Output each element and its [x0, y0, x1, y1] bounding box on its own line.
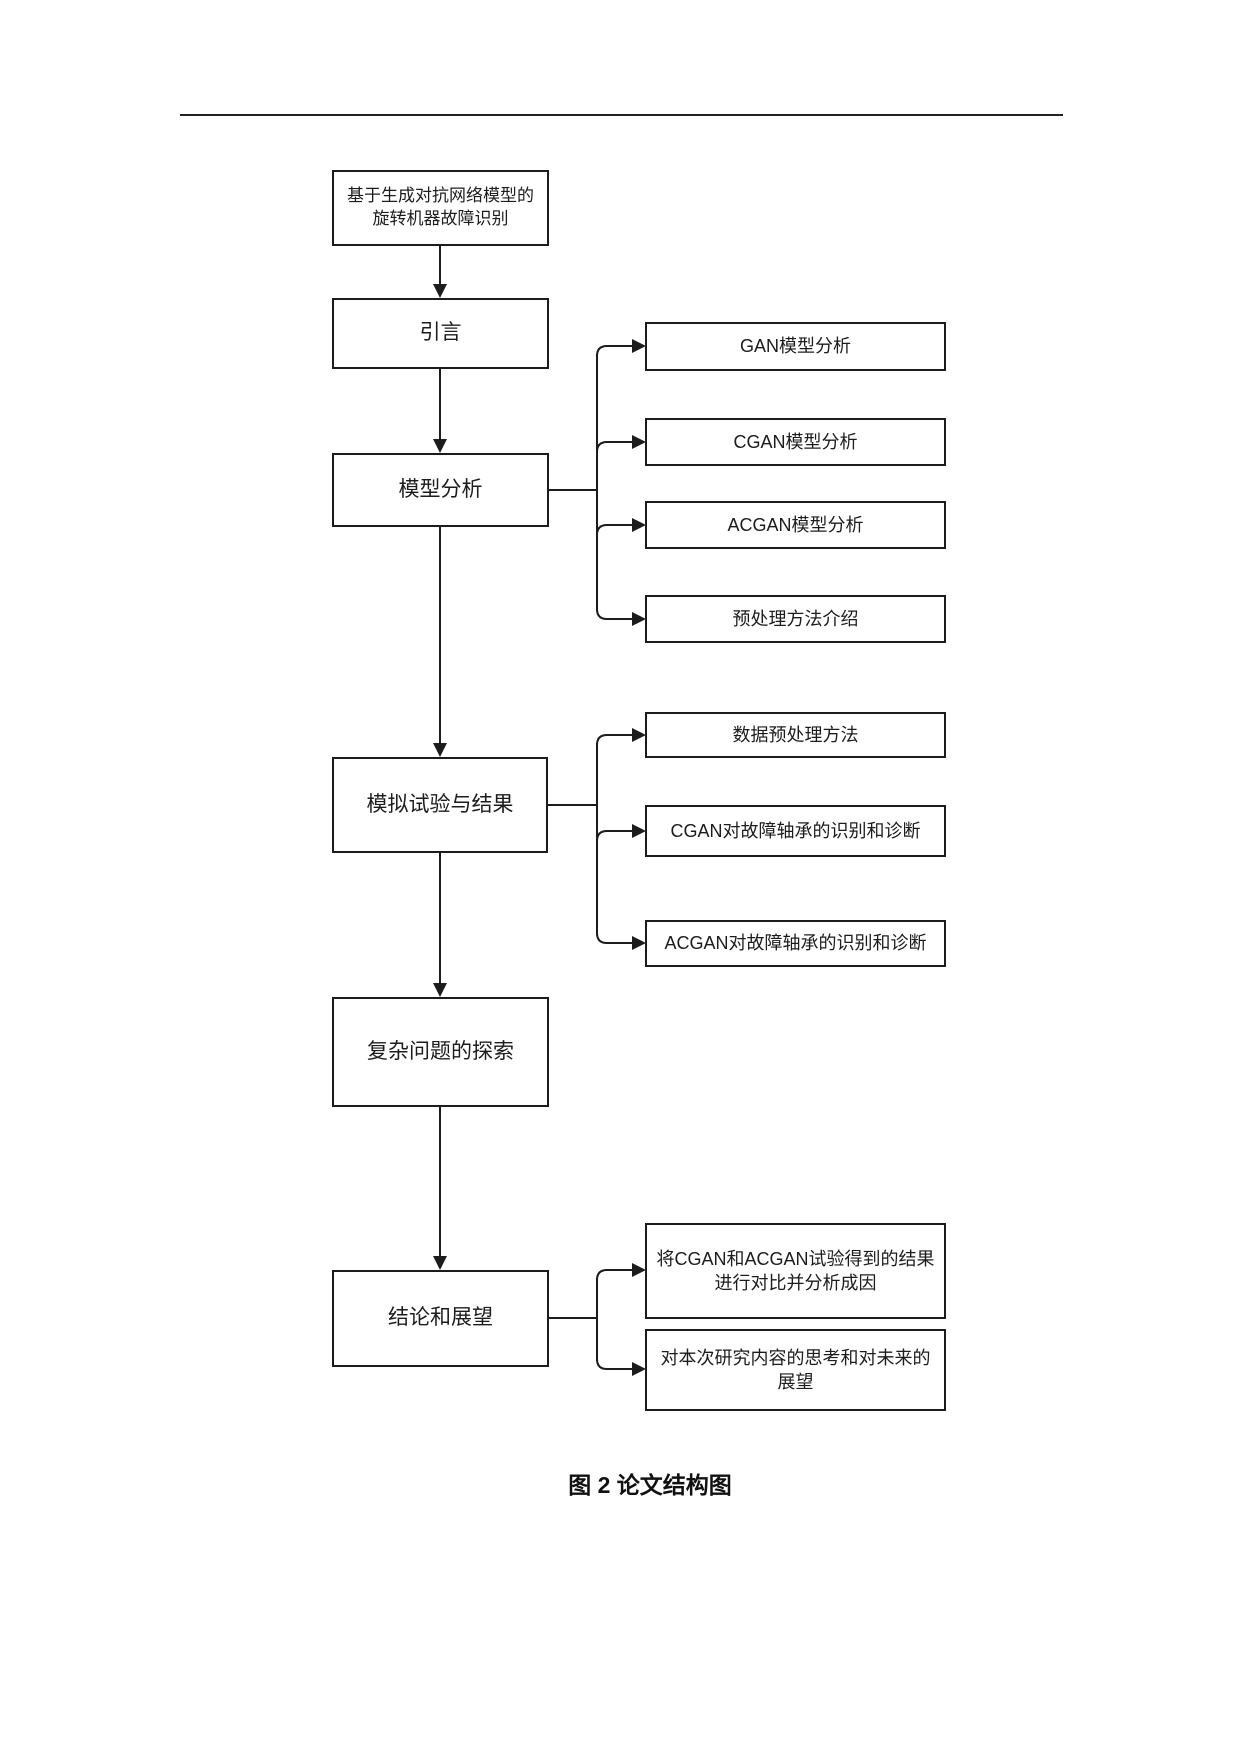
- branch-gan-model-analysis: GAN模型分析: [645, 322, 946, 371]
- node-complex-problems-label: 复杂问题的探索: [367, 1039, 514, 1063]
- branch-future-outlook: 对本次研究内容的思考和对未来的展望: [645, 1329, 946, 1411]
- node-introduction-label: 引言: [419, 321, 462, 345]
- branch-label: 对本次研究内容的思考和对未来的展望: [660, 1347, 931, 1392]
- connector-model-branches: [549, 339, 646, 626]
- node-simulation-results-label: 模拟试验与结果: [366, 792, 514, 816]
- branch-label: GAN模型分析: [739, 336, 851, 357]
- connector-conclusion-branches: [549, 1263, 646, 1376]
- branch-label: ACGAN对故障轴承的识别和诊断: [664, 933, 927, 954]
- connector-sim-branches: [548, 728, 646, 950]
- arrow-model-to-sim: [433, 527, 447, 757]
- node-paper-title: 基于生成对抗网络模型的旋转机器故障识别: [332, 170, 549, 246]
- node-conclusion-outlook-label: 结论和展望: [388, 1306, 493, 1330]
- arrow-complex-to-conclusion: [433, 1107, 447, 1270]
- branch-preprocessing-intro: 预处理方法介绍: [645, 595, 946, 643]
- branch-compare-results: 将CGAN和ACGAN试验得到的结果进行对比并分析成因: [645, 1223, 946, 1319]
- figure-caption: 图 2 论文结构图: [568, 1472, 732, 1498]
- branch-label: CGAN模型分析: [733, 431, 858, 452]
- branch-label: ACGAN模型分析: [727, 514, 864, 535]
- node-conclusion-outlook: 结论和展望: [332, 1270, 549, 1367]
- branch-acgan-bearing-diagnosis: ACGAN对故障轴承的识别和诊断: [645, 920, 946, 967]
- arrow-sim-to-complex: [433, 853, 447, 997]
- branch-label: 数据预处理方法: [732, 724, 859, 745]
- branch-cgan-bearing-diagnosis: CGAN对故障轴承的识别和诊断: [645, 805, 946, 857]
- node-model-analysis-label: 模型分析: [398, 477, 483, 501]
- arrow-intro-to-model: [433, 369, 447, 453]
- node-introduction: 引言: [332, 298, 549, 369]
- header-rule: [180, 114, 1063, 116]
- arrow-title-to-intro: [433, 246, 447, 298]
- node-paper-title-label: 基于生成对抗网络模型的旋转机器故障识别: [347, 186, 534, 228]
- branch-label: 预处理方法介绍: [732, 608, 859, 629]
- branch-label: CGAN对故障轴承的识别和诊断: [670, 820, 921, 841]
- node-model-analysis: 模型分析: [332, 453, 549, 527]
- node-simulation-results: 模拟试验与结果: [332, 757, 548, 853]
- branch-acgan-model-analysis: ACGAN模型分析: [645, 501, 946, 549]
- branch-data-preprocessing: 数据预处理方法: [645, 712, 946, 758]
- branch-cgan-model-analysis: CGAN模型分析: [645, 418, 946, 466]
- node-complex-problems: 复杂问题的探索: [332, 997, 549, 1107]
- branch-label: 将CGAN和ACGAN试验得到的结果进行对比并分析成因: [656, 1248, 935, 1293]
